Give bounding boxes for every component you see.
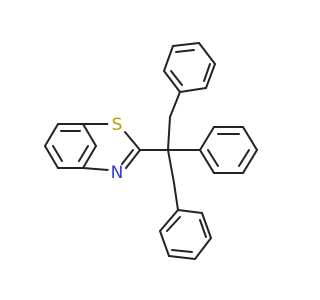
bond [242,149,258,174]
molecule-structure-diagram: S N [44,42,258,260]
atom-n-background [108,164,126,182]
bond [169,91,181,118]
bond [168,255,196,260]
bond [125,149,141,169]
double-bond [171,249,193,253]
benzo-ring [44,123,97,169]
bond [163,70,181,93]
double-bond [203,63,211,82]
bond [124,131,141,151]
atom-s-background [108,116,126,134]
bond [82,167,109,171]
lower-phenyl-ring [159,182,212,260]
bond [167,116,171,151]
bond [44,145,59,169]
nitrogen-label: N [111,163,124,183]
bond [167,149,175,184]
sulfur-label: S [112,115,123,135]
double-bond [175,49,195,53]
bond [198,42,216,65]
double-bond [52,145,63,162]
upper-phenyl-ring [163,42,216,118]
thiazole-ring [82,123,141,171]
right-phenyl-ring [199,126,258,174]
bond [201,212,212,239]
double-bond [166,216,181,232]
bond [179,87,207,93]
central-carbon-bonds [139,116,201,184]
bond [163,45,174,72]
atom-s: S [108,115,126,135]
double-bond [170,70,183,86]
bond [159,230,170,257]
bond [194,237,212,260]
bond [173,182,179,211]
double-bond [78,145,89,162]
double-bond [121,149,134,165]
bond [159,209,179,232]
bond [177,209,203,214]
bond [172,42,200,47]
double-bond [207,149,219,167]
bond [242,126,258,151]
atom-n: N [108,163,126,183]
double-bond [238,149,250,167]
double-bond [199,219,207,238]
bond [199,126,215,151]
bond [44,123,59,147]
bond [199,149,215,174]
bond [82,123,97,147]
bond [205,63,216,89]
bond [82,145,97,169]
